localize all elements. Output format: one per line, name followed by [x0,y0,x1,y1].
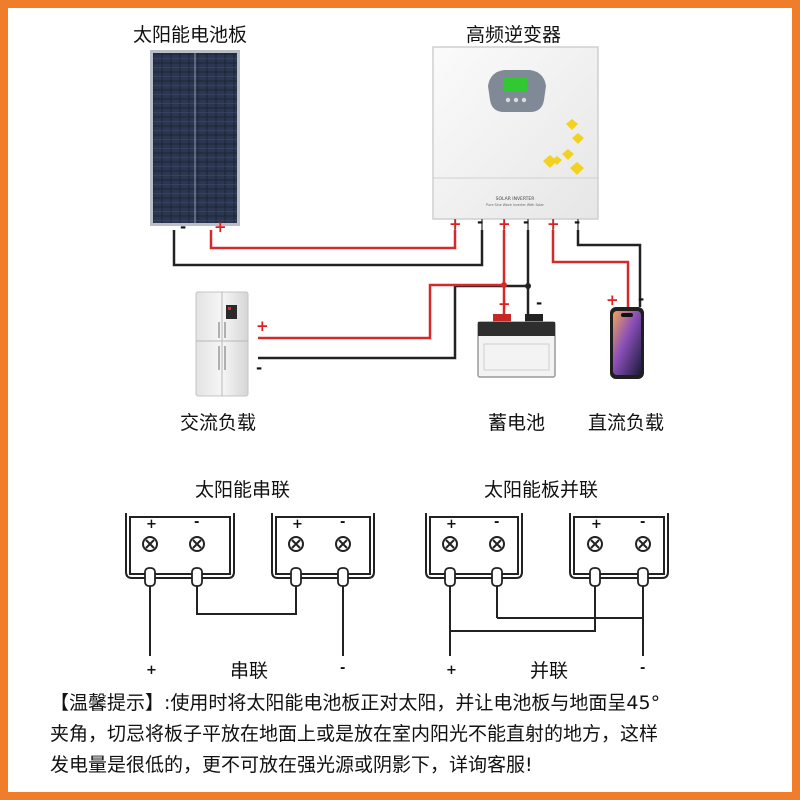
usage-tip: 【温馨提示】:使用时将太阳能电池板正对太阳，并让电池板与地面呈45° 夹角，切忌… [50,688,785,781]
parallel-caption: 并联 [530,660,569,682]
series-panel-2 [271,513,375,579]
tip-line-3: 发电量是很低的，更不可放在强光源或阴影下，详询客服! [50,754,533,776]
inverter-dc-positive-sign: + [547,215,560,233]
tip-line-1: 【温馨提示】:使用时将太阳能电池板正对太阳，并让电池板与地面呈45° [50,688,785,719]
ac-load-refrigerator [195,291,249,397]
series-p2-plus-sign: + [292,517,303,532]
ac-load-label: 交流负载 [180,412,257,434]
dc-load-label: 直流负载 [588,412,665,434]
solar-panel-label: 太阳能电池板 [133,24,248,46]
series-output-minus-sign: - [340,661,346,676]
solar-panel [150,50,240,226]
inverter-pv-negative-sign: - [477,213,484,231]
phone-positive-sign: + [606,291,619,309]
inverter-subtitle-text: Pure Sine Wave Inverter With Solar [486,203,544,207]
cable-glands [144,567,649,587]
battery [477,314,556,378]
tip-line-2: 夹角，切忌将板子平放在地面上或是放在室内阳光不能直射的地方，这样 [50,723,659,745]
series-p2-minus-sign: - [340,515,346,530]
dc-load-phone [610,307,644,379]
panel-negative-sign: - [180,218,187,236]
parallel-p1-minus-sign: - [494,515,500,530]
inverter-terminals [454,219,579,230]
inverter-logo-hearts [543,119,584,175]
inverter-label: 高频逆变器 [466,24,562,46]
inverter-bat-positive-sign: + [498,215,511,233]
series-caption: 串联 [230,660,269,682]
series-p1-plus-sign: + [146,517,157,532]
battery-positive-sign: + [498,295,511,313]
parallel-p2-minus-sign: - [640,515,646,530]
positive-wires [209,230,630,340]
series-title: 太阳能串联 [195,479,291,501]
wiring-schematic: SOLAR INVERTER Pure Sine Wave Inverter W… [150,46,644,397]
series-parallel-diagrams [125,513,669,656]
parallel-panel-1 [425,513,523,579]
tip-prefix: 【温馨提示】 [50,692,165,714]
terminal-crosses [145,539,648,549]
tip-line-1-text: :使用时将太阳能电池板正对太阳，并让电池板与地面呈45° [164,692,661,714]
series-panel-1-inner [129,516,231,575]
ac-load-positive-sign: + [256,317,269,335]
inverter-lcd [503,78,527,92]
parallel-panel-2-inner [573,516,665,575]
parallel-panel-2 [569,513,669,579]
inverter-pv-positive-sign: + [449,215,462,233]
high-frequency-inverter: SOLAR INVERTER Pure Sine Wave Inverter W… [432,46,599,220]
parallel-output-plus-sign: + [446,663,457,678]
series-panel-1 [125,513,235,579]
inverter-dc-negative-sign: - [574,213,581,231]
series-wiring [149,586,344,656]
ac-load-negative-sign: - [256,359,263,377]
phone-negative-sign: - [638,290,645,308]
series-output-plus-sign: + [146,663,157,678]
inverter-bat-negative-sign: - [523,213,530,231]
parallel-panel-1-inner [429,516,519,575]
panel-positive-sign: + [214,218,227,236]
parallel-wiring [449,586,644,656]
parallel-title: 太阳能板并联 [484,479,599,501]
battery-label: 蓄电池 [488,412,546,434]
parallel-output-minus-sign: - [640,661,646,676]
series-p1-minus-sign: - [194,515,200,530]
battery-negative-sign: - [536,294,543,312]
parallel-p2-plus-sign: + [591,517,602,532]
series-panel-2-inner [275,516,371,575]
inverter-brand-text: SOLAR INVERTER [496,196,535,202]
parallel-p1-plus-sign: + [446,517,457,532]
